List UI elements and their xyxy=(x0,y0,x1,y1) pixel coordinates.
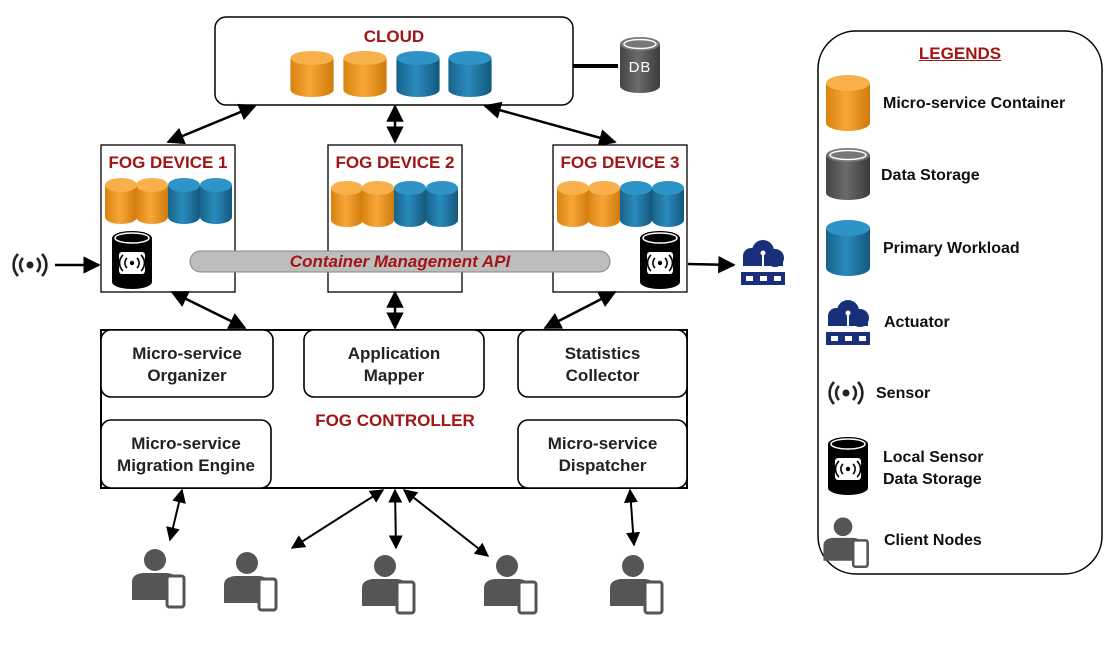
legend-item-storage: Data Storage xyxy=(881,167,980,184)
arrow-cloud-fog1 xyxy=(166,103,257,145)
container-management-api-bar xyxy=(189,250,611,273)
module-collector-box xyxy=(517,329,688,398)
container-management-api-label: Container Management API xyxy=(289,252,511,271)
cloud-workload-2 xyxy=(448,51,492,97)
cloud-title: CLOUD xyxy=(363,27,425,46)
client-node-2 xyxy=(222,550,278,612)
module-organizer-box xyxy=(100,329,274,398)
arrow-cloud-fog3 xyxy=(483,101,617,147)
fog-device-3-title: FOG DEVICE 3 xyxy=(560,153,680,172)
client-node-1 xyxy=(130,547,186,609)
actuator-icon xyxy=(740,239,786,286)
module-migration-box xyxy=(100,419,272,489)
cloud-container-2 xyxy=(343,51,387,97)
fog3-local-storage-icon xyxy=(639,230,681,290)
legend-workload-icon xyxy=(826,220,870,276)
legend-data-storage-icon xyxy=(826,148,870,200)
cloud-db-icon xyxy=(620,37,660,93)
legend-item-container: Micro-service Container xyxy=(883,95,1066,112)
legend-box xyxy=(817,30,1103,575)
legend-title: LEGENDS xyxy=(918,44,1002,63)
client-node-5 xyxy=(608,553,664,615)
arrow-fog3-controller xyxy=(543,290,617,330)
legend-local-storage-icon xyxy=(827,436,869,496)
sensor-icon xyxy=(12,252,48,278)
legend-item-actuator: Actuator xyxy=(884,314,950,331)
module-dispatcher-box xyxy=(517,419,688,489)
legend-container-icon xyxy=(826,75,870,131)
cloud-workload-1 xyxy=(396,51,440,97)
arrow-fog1-controller xyxy=(170,290,247,330)
fog1-local-storage-icon xyxy=(111,230,153,290)
client-node-3 xyxy=(360,553,416,615)
fog-device-2-title: FOG DEVICE 2 xyxy=(335,153,455,172)
client-node-4 xyxy=(482,553,538,615)
legend-item-workload: Primary Workload xyxy=(883,240,1020,257)
cloud-db-label: DB xyxy=(628,59,652,76)
cloud-container-1 xyxy=(290,51,334,97)
module-mapper-box xyxy=(303,329,485,398)
arrow-fog3-actuator xyxy=(687,255,736,274)
legend-item-client: Client Nodes xyxy=(884,532,982,549)
fog-controller-title: FOG CONTROLLER xyxy=(315,411,475,430)
fog-device-1-title: FOG DEVICE 1 xyxy=(108,153,228,172)
legend-item-sensor: Sensor xyxy=(876,385,931,402)
